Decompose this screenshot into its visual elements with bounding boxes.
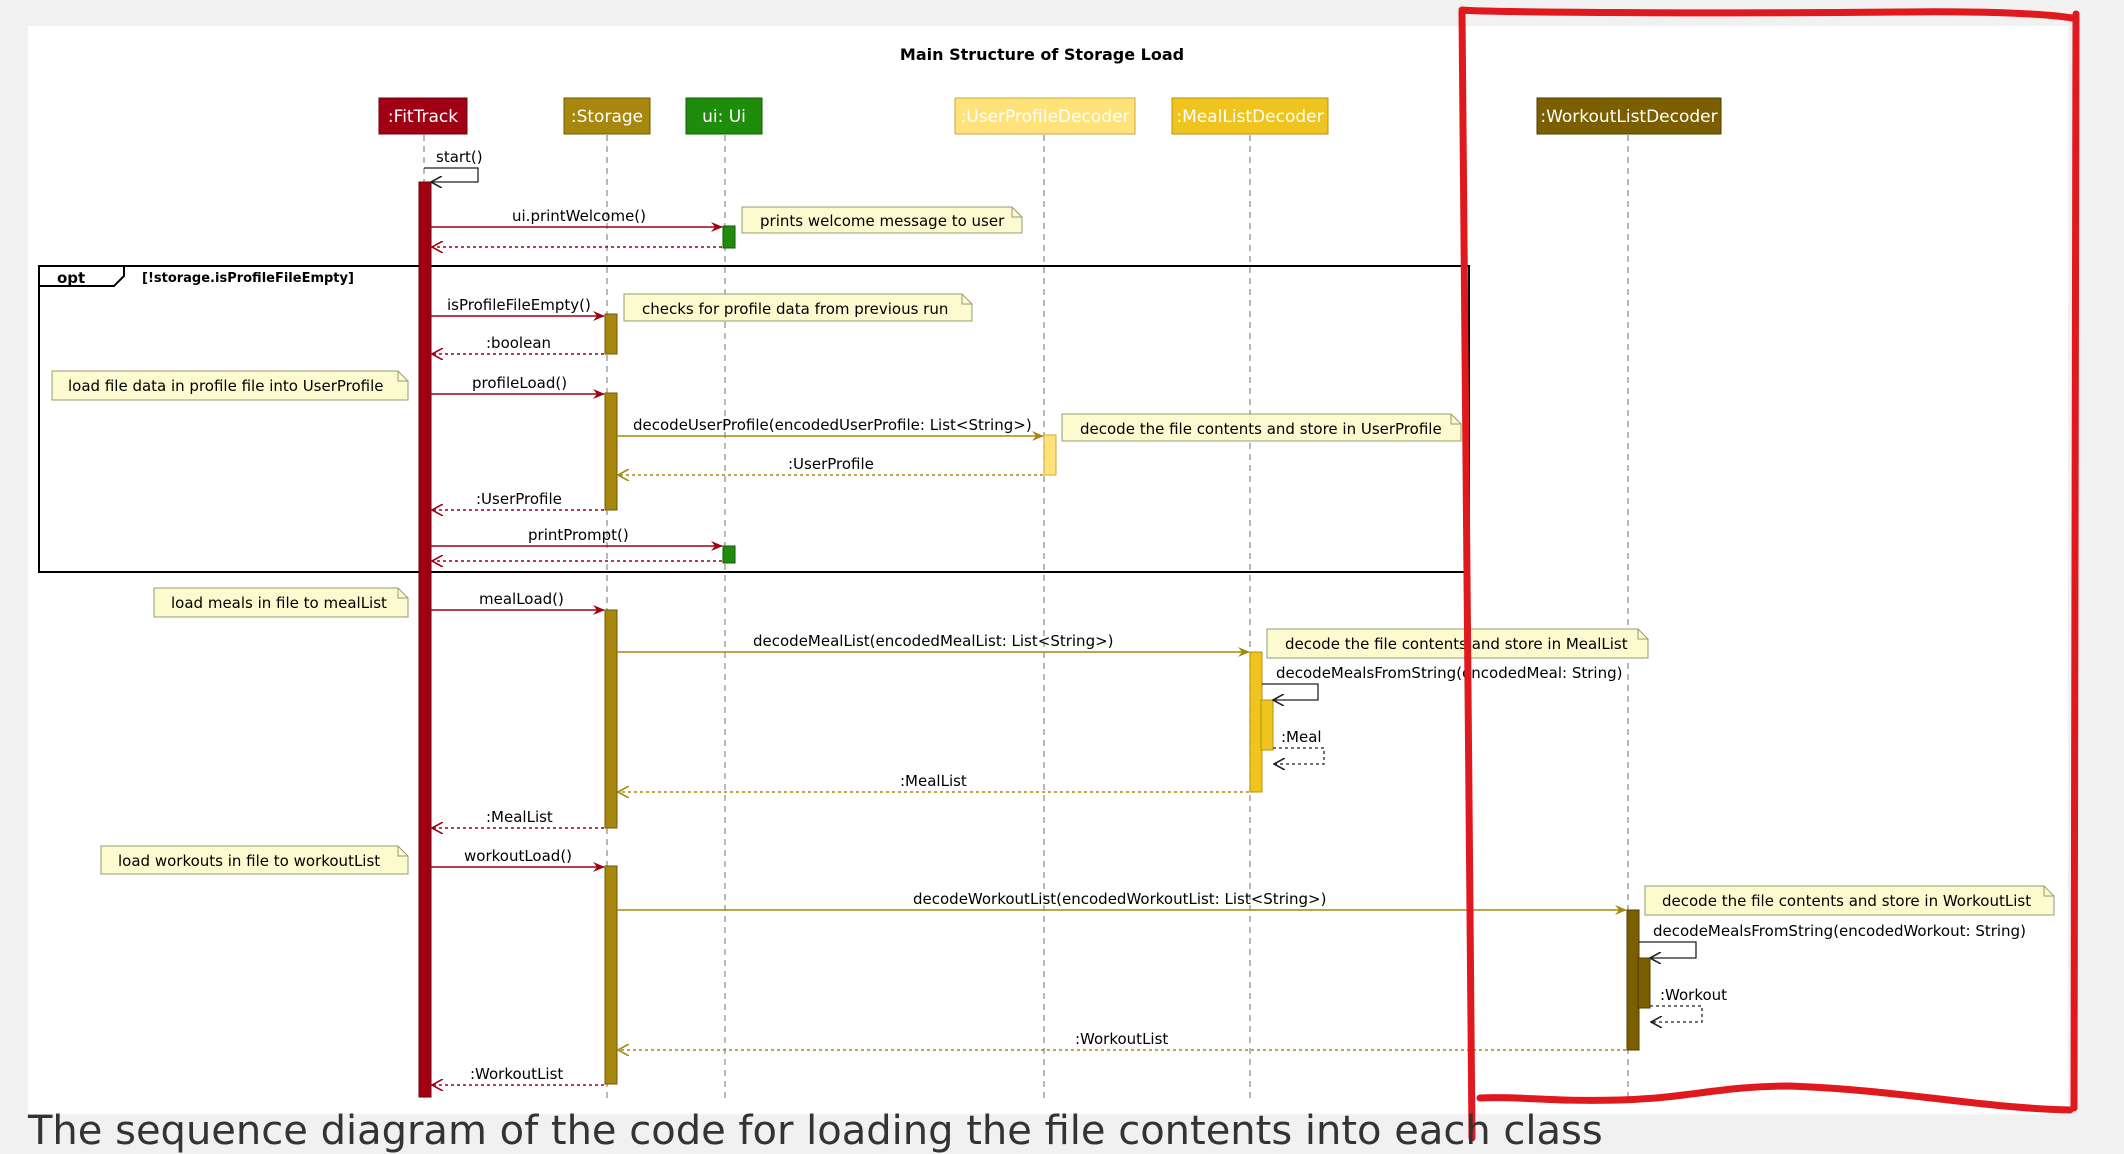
note-load-workouts-text: load workouts in file to workoutList [118, 852, 380, 870]
activation-storage-3 [604, 609, 618, 829]
opt-guard: [!storage.isProfileFileEmpty] [142, 271, 354, 286]
participant-ui: ui: Ui [685, 97, 763, 135]
msg-decodeuserprofile-label: decodeUserProfile(encodedUserProfile: Li… [633, 416, 1032, 434]
activation-meallistdecoder [1249, 651, 1263, 793]
note-decode-profile-text: decode the file contents and store in Us… [1080, 420, 1442, 438]
msg-isprofilefileempty-label: isProfileFileEmpty() [447, 296, 591, 314]
msg-printprompt-label: printPrompt() [528, 526, 629, 544]
msg-workoutload-label: workoutLoad() [464, 847, 572, 865]
participant-storage: :Storage [563, 97, 651, 135]
activations [418, 181, 1651, 1098]
msg-decodemealsfromstring-arrow [1262, 683, 1319, 700]
msg-userprofile-label-1: :UserProfile [788, 455, 874, 473]
note-load-workouts: load workouts in file to workoutList [100, 845, 409, 875]
note-load-profile-text: load file data in profile file into User… [68, 377, 384, 395]
msg-meallist-label-1: :MealList [900, 772, 967, 790]
participant-workoutlistdecoder: :WorkoutListDecoder [1536, 97, 1722, 135]
participant-fittrack: :FitTrack [378, 97, 468, 135]
participant-ui-label: ui: Ui [702, 107, 746, 127]
participant-storage-label: :Storage [571, 107, 643, 127]
diagram-title: Main Structure of Storage Load [900, 45, 1184, 64]
note-load-meals-text: load meals in file to mealList [171, 594, 387, 612]
msg-workout-label: :Workout [1660, 986, 1727, 1004]
note-decode-meals-text: decode the file contents and store in Me… [1285, 635, 1628, 653]
messages: start() ui.printWelcome() isProfileFileE… [424, 148, 2026, 1085]
msg-workoutlist-label-2: :WorkoutList [470, 1065, 563, 1083]
msg-boolean-label: :boolean [486, 334, 551, 352]
figure-caption: The sequence diagram of the code for loa… [28, 1108, 1603, 1154]
participant-workoutlistdecoder-label: :WorkoutListDecoder [1540, 107, 1717, 127]
activation-fittrack [418, 181, 432, 1098]
diagram-canvas [28, 26, 2068, 1114]
msg-start-arrow [424, 167, 479, 182]
highlight-annotation [1458, 6, 2080, 1142]
msg-meallist-label-2: :MealList [486, 808, 553, 826]
msg-start-label: start() [436, 148, 483, 166]
activation-ui-2 [722, 545, 736, 564]
msg-decodemeallist-label: decodeMealList(encodedMealList: List<Str… [753, 632, 1114, 650]
notes: prints welcome message to user checks fo… [51, 206, 2055, 916]
note-check-profile-text: checks for profile data from previous ru… [642, 300, 948, 318]
opt-fragment: opt [!storage.isProfileFileEmpty] [38, 265, 1470, 573]
msg-meal-label: :Meal [1281, 728, 1322, 746]
activation-workoutlistdecoder-nested [1637, 957, 1651, 1009]
note-decode-workouts-text: decode the file contents and store in Wo… [1662, 892, 2031, 910]
msg-decodeworkoutsfromstring-arrow [1639, 941, 1697, 958]
msg-workout-return [1650, 1005, 1703, 1022]
msg-decodeworkoutlist-label: decodeWorkoutList(encodedWorkoutList: Li… [913, 890, 1326, 908]
participant-meallistdecoder-label: :MealListDecoder [1176, 107, 1323, 127]
opt-keyword: opt [57, 269, 85, 287]
msg-profileload-label: profileLoad() [472, 374, 567, 392]
activation-ui-1 [722, 225, 736, 249]
note-welcome-text: prints welcome message to user [760, 212, 1005, 230]
note-decode-workouts: decode the file contents and store in Wo… [1644, 885, 2055, 916]
note-decode-profile: decode the file contents and store in Us… [1061, 413, 1462, 442]
note-decode-meals: decode the file contents and store in Me… [1266, 628, 1649, 659]
msg-userprofile-label-2: :UserProfile [476, 490, 562, 508]
participant-userprofiledecoder: :UserProfileDecoder [954, 97, 1136, 135]
activation-storage-2 [604, 392, 618, 511]
note-load-meals: load meals in file to mealList [153, 587, 409, 618]
participant-userprofiledecoder-label: :UserProfileDecoder [961, 107, 1130, 127]
activation-meallistdecoder-nested [1260, 699, 1274, 751]
participant-fittrack-label: :FitTrack [388, 107, 458, 127]
participant-meallistdecoder: :MealListDecoder [1171, 97, 1329, 135]
msg-decodemealsfromstring-label: decodeMealsFromString(encodedMeal: Strin… [1276, 664, 1622, 682]
activation-workoutlistdecoder [1626, 909, 1640, 1051]
note-check-profile: checks for profile data from previous ru… [623, 293, 973, 322]
msg-mealload-label: mealLoad() [479, 590, 564, 608]
note-load-profile: load file data in profile file into User… [51, 370, 409, 401]
activation-storage-4 [604, 865, 618, 1085]
activation-userprofiledecoder [1043, 434, 1057, 476]
note-welcome: prints welcome message to user [741, 206, 1023, 234]
msg-decodeworkoutsfromstring-label: decodeMealsFromString(encodedWorkout: St… [1653, 922, 2026, 940]
msg-meal-return [1273, 747, 1325, 764]
msg-printwelcome-label: ui.printWelcome() [512, 207, 646, 225]
activation-storage-1 [604, 313, 618, 355]
msg-workoutlist-label-1: :WorkoutList [1075, 1030, 1168, 1048]
